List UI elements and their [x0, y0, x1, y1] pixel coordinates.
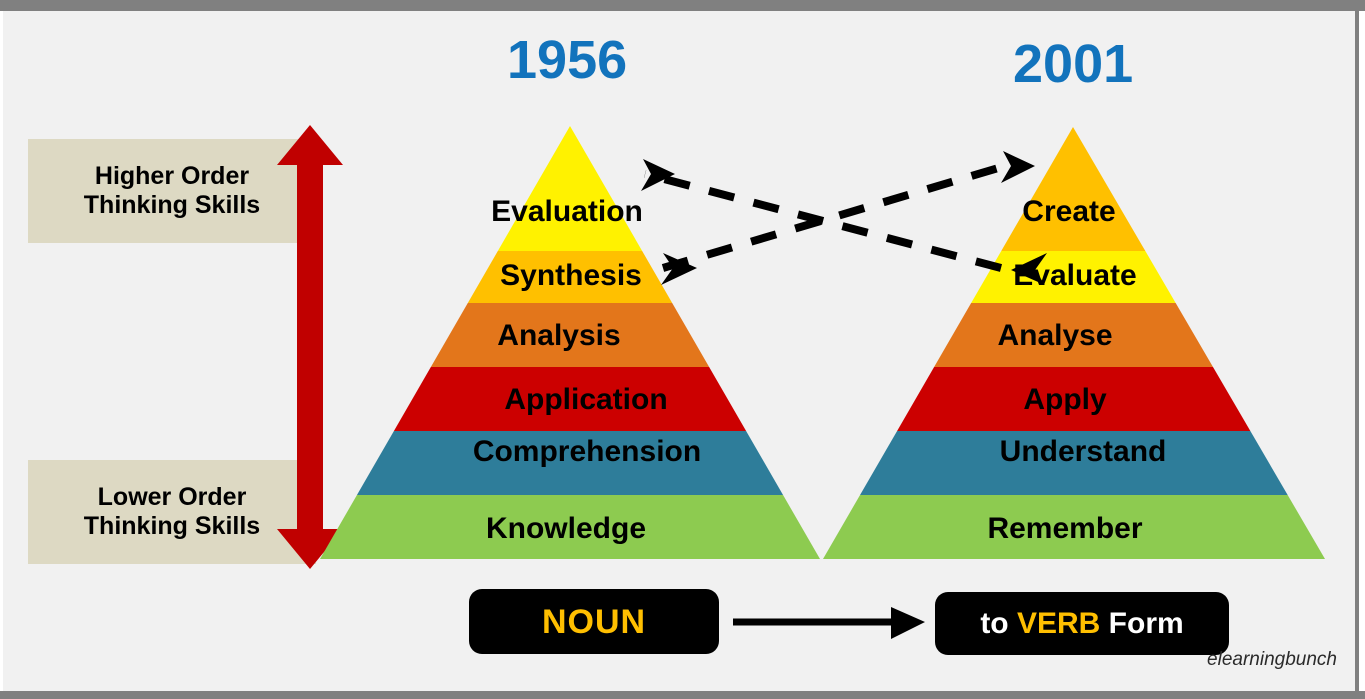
verb-chip: to VERB Form: [935, 592, 1229, 655]
higher-label-line2: Thinking Skills: [83, 191, 261, 219]
pyramid-1956: [320, 126, 820, 559]
arrow-synthesis-to-create: [661, 151, 1035, 272]
label-2001-understand: Understand: [999, 435, 1167, 468]
year-title-1956: 1956: [507, 30, 628, 90]
verb-chip-prefix: to: [980, 606, 1017, 640]
verb-chip-suffix: Form: [1100, 606, 1184, 640]
label-1956-knowledge: Knowledge: [485, 512, 647, 545]
lower-label-line2: Thinking Skills: [83, 512, 261, 540]
noun-chip-label: NOUN: [541, 602, 647, 641]
lower-order-thinking-skills-label: Lower Order Thinking Skills: [28, 460, 316, 564]
bottom-frame-bar: [0, 691, 1365, 699]
noun-chip: NOUN: [469, 589, 719, 654]
label-1956-comprehension: Comprehension: [472, 435, 702, 468]
pyramid-2001: [823, 127, 1325, 559]
vertical-double-arrow-icon: [277, 125, 343, 569]
label-1956-evaluation: Evaluation: [491, 195, 643, 228]
arrow-evaluate-to-evaluation: [641, 159, 1003, 272]
higher-label-line1: Higher Order: [94, 161, 250, 190]
layer-2001-understand: [823, 431, 1325, 495]
label-1956-application: Application: [504, 383, 668, 416]
label-2001-remember: Remember: [987, 512, 1143, 545]
lower-label-line1: Lower Order: [97, 482, 247, 511]
noun-to-verb-arrow-icon: [733, 607, 925, 639]
label-2001-apply: Apply: [1023, 383, 1107, 416]
layer-1956-knowledge: [320, 495, 820, 559]
layer-2001-remember: [823, 495, 1325, 559]
label-1956-analysis: Analysis: [497, 319, 621, 352]
layer-1956-comprehension: [320, 431, 820, 495]
label-2001-create: Create: [1022, 195, 1116, 228]
label-1956-synthesis: Synthesis: [500, 259, 642, 292]
mapping-arrows-group: [641, 151, 1047, 285]
year-title-2001: 2001: [1013, 34, 1134, 94]
watermark-text: elearningbunch: [1207, 649, 1337, 670]
arrow-heads-secondary: [661, 253, 1047, 285]
slide-body: 1956 2001 Higher Order Thinking Skills L…: [3, 11, 1359, 691]
higher-order-thinking-skills-label: Higher Order Thinking Skills: [28, 139, 316, 243]
top-frame-bar: [0, 0, 1365, 11]
verb-chip-emphasis: VERB: [1016, 606, 1101, 640]
label-2001-analyse: Analyse: [997, 319, 1113, 352]
